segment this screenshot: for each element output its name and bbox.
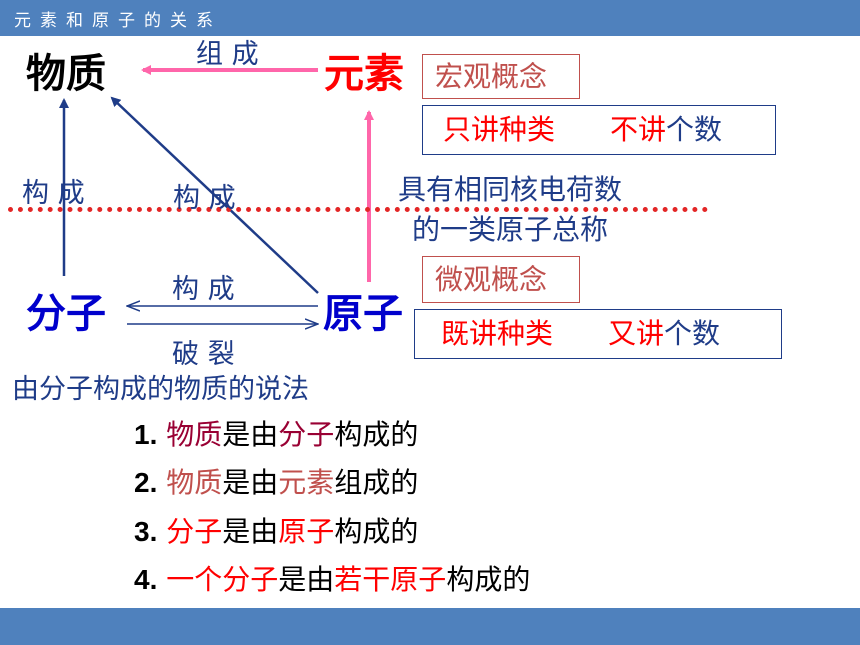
micro-note-part3: 个数 xyxy=(664,317,721,350)
node-molecule: 分子 xyxy=(26,291,106,337)
macro-note-part3: 个数 xyxy=(666,113,723,146)
footer-bar xyxy=(0,608,860,645)
statement-4: 4. 一个分子是由若干原子构成的 xyxy=(134,563,531,596)
statements-title: 由分子构成的物质的说法 xyxy=(12,374,309,405)
statement-2: 2. 物质是由元素组成的 xyxy=(134,466,419,499)
micro-concept-box: 微观概念 xyxy=(422,256,580,303)
label-constitute-diagonal: 构 成 xyxy=(173,183,236,214)
micro-note-box: 既讲种类 又讲个数 xyxy=(414,309,782,359)
label-constitute-middle: 构 成 xyxy=(172,274,235,305)
statement-1: 1. 物质是由分子构成的 xyxy=(134,418,419,451)
arrow-atom-to-substance xyxy=(110,96,319,294)
element-definition-line1: 具有相同核电荷数 xyxy=(398,173,623,206)
macro-concept-box: 宏观概念 xyxy=(422,54,580,99)
label-compose: 组 成 xyxy=(196,39,259,70)
micro-note-part2: 又讲 xyxy=(608,317,665,350)
node-atom: 原子 xyxy=(323,291,403,337)
statement-3: 3. 分子是由原子构成的 xyxy=(134,515,419,548)
micro-note-part1: 既讲种类 xyxy=(441,317,554,350)
node-element: 元素 xyxy=(324,51,404,97)
macro-micro-divider xyxy=(8,207,708,212)
element-definition-line2: 的一类原子总称 xyxy=(412,213,609,246)
macro-note-part2: 不讲 xyxy=(610,113,667,146)
label-constitute-left: 构 成 xyxy=(22,178,85,209)
label-split: 破 裂 xyxy=(172,339,235,370)
macro-concept-label: 宏观概念 xyxy=(435,60,548,93)
slide-title: 元素和原子的关系 xyxy=(14,11,222,31)
micro-concept-label: 微观概念 xyxy=(435,263,548,296)
macro-note-box: 只讲种类 不讲个数 xyxy=(422,105,776,155)
macro-note-part1: 只讲种类 xyxy=(443,113,556,146)
node-substance: 物质 xyxy=(26,51,106,97)
title-bar: 元素和原子的关系 xyxy=(0,0,860,36)
